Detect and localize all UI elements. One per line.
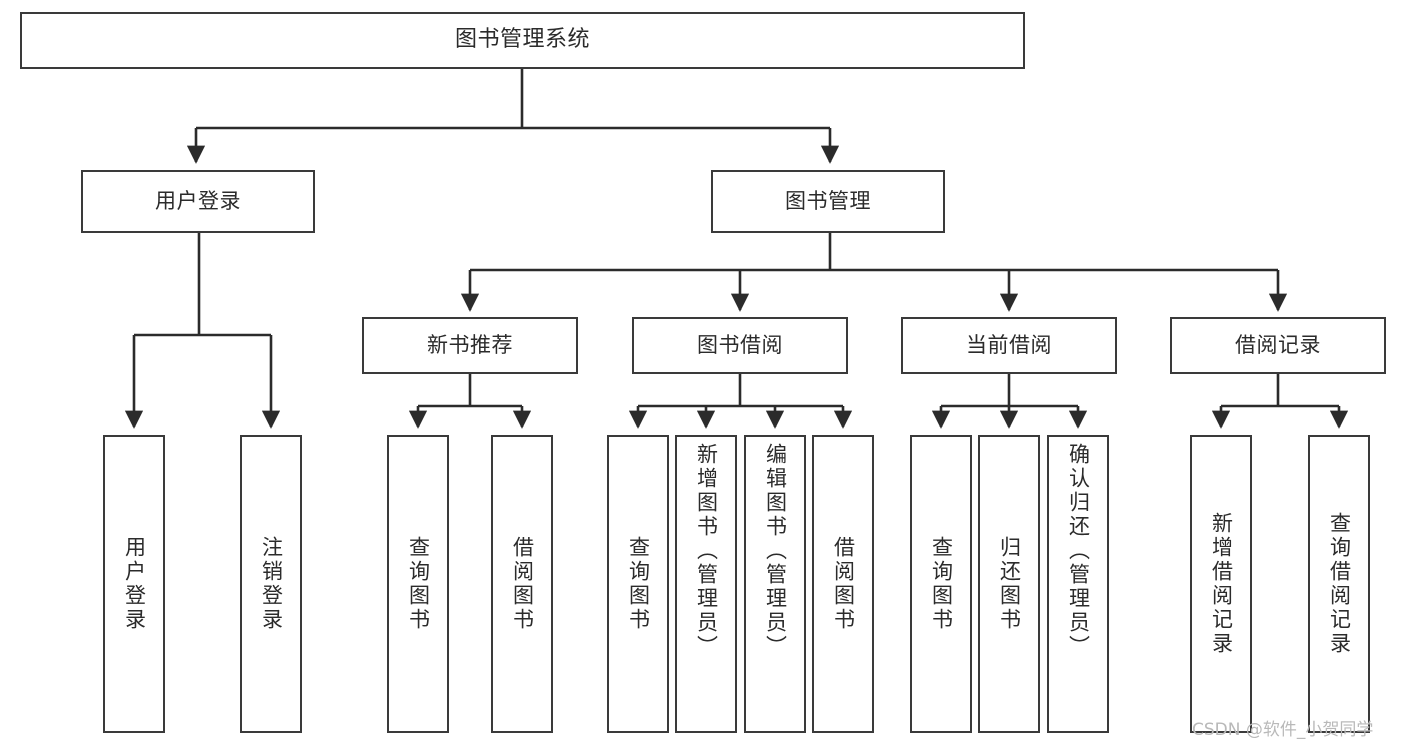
node-book-management-label: 图书管理 [785,188,871,213]
node-leaf-return-book[interactable]: 归还图书 [978,435,1040,733]
node-book-borrow-label: 图书借阅 [697,332,783,357]
node-leaf-query-book-1-label: 查询图书 [406,536,431,632]
node-leaf-edit-book[interactable]: 编辑图书（管理员） [744,435,806,733]
node-leaf-borrow-book-2[interactable]: 借阅图书 [812,435,874,733]
node-leaf-query-book-2-label: 查询图书 [626,536,651,632]
node-leaf-query-record-label: 查询借阅记录 [1327,512,1352,656]
node-leaf-user-login-label: 用户登录 [122,536,147,632]
node-root[interactable]: 图书管理系统 [20,12,1025,69]
node-leaf-logout-login[interactable]: 注销登录 [240,435,302,733]
node-book-borrow[interactable]: 图书借阅 [632,317,848,374]
node-borrow-record[interactable]: 借阅记录 [1170,317,1386,374]
node-borrow-record-label: 借阅记录 [1235,332,1321,357]
node-leaf-add-record[interactable]: 新增借阅记录 [1190,435,1252,733]
node-leaf-logout-login-label: 注销登录 [259,536,284,632]
node-leaf-query-book-3-label: 查询图书 [929,536,954,632]
node-leaf-add-book-label: 新增图书（管理员） [694,443,719,659]
node-user-login[interactable]: 用户登录 [81,170,315,233]
node-new-book-recommend-label: 新书推荐 [427,332,513,357]
node-leaf-add-record-label: 新增借阅记录 [1209,512,1234,656]
node-leaf-confirm-return-label: 确认归还（管理员） [1066,443,1091,659]
node-leaf-borrow-book-1-label: 借阅图书 [510,536,535,632]
node-leaf-return-book-label: 归还图书 [997,536,1022,632]
node-leaf-user-login[interactable]: 用户登录 [103,435,165,733]
node-leaf-edit-book-label: 编辑图书（管理员） [763,443,788,659]
node-user-login-label: 用户登录 [155,188,241,213]
node-leaf-query-book-1[interactable]: 查询图书 [387,435,449,733]
node-new-book-recommend[interactable]: 新书推荐 [362,317,578,374]
node-leaf-confirm-return[interactable]: 确认归还（管理员） [1047,435,1109,733]
node-leaf-query-record[interactable]: 查询借阅记录 [1308,435,1370,733]
node-leaf-query-book-3[interactable]: 查询图书 [910,435,972,733]
node-leaf-add-book[interactable]: 新增图书（管理员） [675,435,737,733]
node-root-label: 图书管理系统 [454,27,590,53]
csdn-watermark: CSDN @软件_小贺同学 [1192,720,1374,740]
node-current-borrow-label: 当前借阅 [966,332,1052,357]
node-leaf-borrow-book-2-label: 借阅图书 [831,536,856,632]
node-leaf-borrow-book-1[interactable]: 借阅图书 [491,435,553,733]
node-current-borrow[interactable]: 当前借阅 [901,317,1117,374]
node-leaf-query-book-2[interactable]: 查询图书 [607,435,669,733]
node-book-management[interactable]: 图书管理 [711,170,945,233]
